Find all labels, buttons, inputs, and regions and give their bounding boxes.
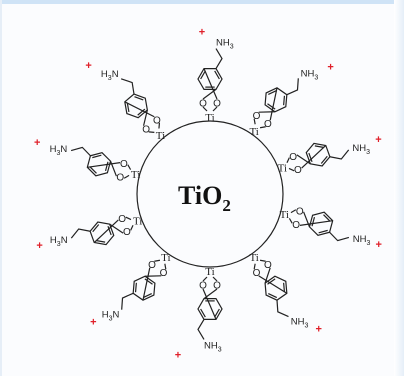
ti-atom-label: Ti — [161, 252, 170, 264]
amine-label: H3N — [101, 69, 119, 82]
aromatic-double-bond — [136, 283, 137, 292]
ethyl-chain — [287, 78, 298, 94]
o-ring-bond — [204, 69, 217, 99]
ethyl-chain — [330, 150, 349, 159]
o-ring-bond — [203, 289, 216, 319]
oxygen-atom-label: O — [294, 165, 302, 176]
ethyl-chain — [71, 147, 90, 155]
oxygen-atom-label: O — [213, 281, 221, 292]
aromatic-double-bond — [284, 96, 285, 105]
ti-o-bond — [128, 165, 131, 170]
left-border — [0, 0, 2, 376]
aromatic-double-bond — [92, 155, 101, 157]
positive-charge: + — [316, 323, 322, 335]
positive-charge: + — [175, 349, 181, 361]
amine-label: H3N — [50, 235, 68, 248]
amine-label: NH3 — [352, 143, 370, 156]
o-ring-bond — [87, 163, 120, 168]
oxygen-atom-label: O — [296, 206, 304, 217]
ethyl-chain — [71, 229, 90, 238]
ethyl-chain — [122, 293, 133, 309]
amine-label: NH3 — [204, 340, 222, 353]
ethyl-chain — [198, 319, 204, 339]
catechol-ring — [198, 299, 222, 320]
ti-atom-label: Ti — [205, 112, 214, 124]
aromatic-double-bond — [96, 241, 105, 243]
oxygen-atom-label: O — [120, 159, 128, 170]
ti-atom-label: Ti — [249, 252, 258, 264]
oxygen-atom-label: O — [118, 214, 126, 225]
ethyl-chain — [121, 79, 134, 94]
aromatic-double-bond — [90, 167, 97, 174]
core-label: TiO2 — [178, 181, 231, 215]
oxygen-atom-label: O — [289, 152, 297, 163]
amine-label: NH3 — [301, 68, 319, 81]
aromatic-double-bond — [315, 146, 324, 148]
amine-label: NH3 — [353, 234, 371, 247]
ti-atom-label: Ti — [280, 209, 289, 221]
right-border — [394, 0, 404, 376]
ti-atom-label: Ti — [133, 215, 142, 227]
ti-o-bond — [124, 175, 129, 178]
oxygen-atom-label: O — [123, 227, 131, 238]
oxygen-atom-label: O — [264, 119, 272, 130]
ti-atom-label: Ti — [156, 130, 165, 142]
top-border — [0, 0, 404, 4]
ti-o-bond — [131, 225, 133, 230]
aromatic-double-bond — [321, 156, 327, 163]
aromatic-double-bond — [93, 225, 99, 232]
ti-atom-label: Ti — [131, 169, 140, 181]
oxygen-atom-label: O — [116, 173, 124, 184]
positive-charge: + — [376, 239, 382, 251]
positive-charge: + — [85, 60, 91, 72]
amine-label: NH3 — [291, 316, 309, 329]
oxygen-atom-label: O — [253, 268, 261, 279]
o-ring-bond — [300, 221, 333, 226]
positive-charge: + — [90, 317, 96, 329]
oxygen-atom-label: O — [292, 220, 300, 231]
ethyl-chain — [216, 49, 222, 69]
positive-charge: + — [34, 137, 40, 149]
aromatic-double-bond — [319, 230, 328, 232]
positive-charge: + — [36, 240, 42, 252]
ti-o-bond — [126, 217, 131, 219]
oxygen-atom-label: O — [160, 268, 168, 279]
positive-charge: + — [327, 61, 333, 73]
ti-atom-label: Ti — [249, 126, 258, 138]
aromatic-double-bond — [324, 215, 331, 222]
ti-atom-label: Ti — [278, 163, 287, 175]
aromatic-double-bond — [106, 162, 108, 171]
amine-label: H3N — [102, 310, 120, 323]
ethyl-chain — [330, 232, 349, 240]
positive-charge: + — [199, 27, 205, 39]
aromatic-double-bond — [312, 217, 314, 226]
positive-charge: + — [375, 134, 381, 146]
amine-label: H3N — [50, 144, 68, 157]
amine-label: NH3 — [216, 38, 234, 51]
tio2-nanoparticle: TiO2 — [137, 121, 283, 267]
catechol-ring — [198, 69, 222, 90]
ti-atom-label: Ti — [205, 266, 214, 278]
oxygen-atom-label: O — [142, 124, 150, 135]
oxygen-atom-label: O — [213, 99, 221, 110]
ethyl-chain — [277, 300, 288, 316]
